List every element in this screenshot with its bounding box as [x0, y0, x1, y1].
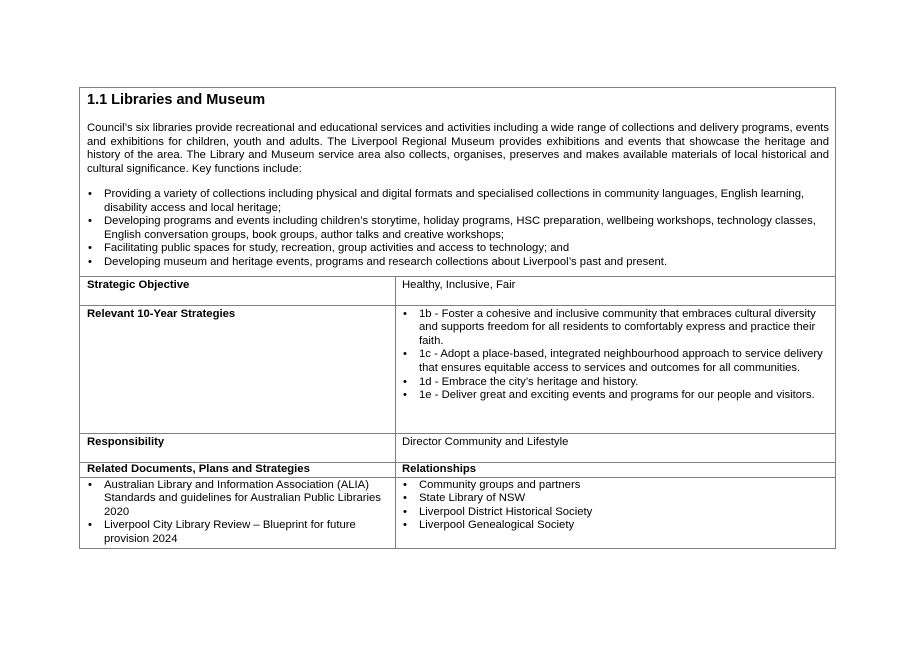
list-item: 1e - Deliver great and exciting events a… [402, 389, 829, 403]
list-item: Liverpool Genealogical Society [402, 519, 829, 533]
strategies-label: Relevant 10-Year Strategies [80, 305, 396, 433]
key-functions-list: Providing a variety of collections inclu… [87, 188, 829, 270]
intro-paragraph: Council’s six libraries provide recreati… [87, 122, 830, 175]
list-item: Developing programs and events including… [87, 215, 829, 242]
table-row-related: Australian Library and Information Assoc… [80, 476, 835, 548]
related-documents-list: Australian Library and Information Assoc… [87, 479, 389, 547]
section-title: 1.1 Libraries and Museum [87, 92, 266, 108]
table-row-strategic-objective: Strategic Objective Healthy, Inclusive, … [80, 275, 835, 305]
relationships-cell: Community groups and partners State Libr… [396, 478, 835, 548]
list-item: Liverpool City Library Review – Blueprin… [87, 519, 389, 546]
list-item: Australian Library and Information Assoc… [87, 479, 389, 520]
table-row-responsibility: Responsibility Director Community and Li… [80, 432, 835, 462]
strategic-objective-value: Healthy, Inclusive, Fair [402, 278, 516, 291]
service-table: 1.1 Libraries and Museum Council’s six l… [79, 87, 836, 549]
list-item: 1d - Embrace the city’s heritage and his… [402, 376, 829, 390]
list-item: 1c - Adopt a place-based, integrated nei… [402, 348, 829, 375]
table-row-strategies: Relevant 10-Year Strategies 1b - Foster … [80, 304, 835, 433]
list-item: State Library of NSW [402, 492, 829, 506]
list-item: Liverpool District Historical Society [402, 506, 829, 520]
strategic-objective-label: Strategic Objective [80, 276, 396, 305]
strategies-list: 1b - Foster a cohesive and inclusive com… [402, 308, 829, 403]
list-item: Developing museum and heritage events, p… [87, 256, 829, 270]
list-item: Facilitating public spaces for study, re… [87, 242, 829, 256]
relationships-header: Relationships [402, 462, 477, 475]
intro-section: 1.1 Libraries and Museum Council’s six l… [80, 88, 835, 276]
strategies-cell: 1b - Foster a cohesive and inclusive com… [396, 306, 835, 433]
related-documents-header: Related Documents, Plans and Strategies [80, 462, 396, 477]
relationships-list: Community groups and partners State Libr… [402, 479, 829, 533]
responsibility-value: Director Community and Lifestyle [402, 435, 569, 448]
list-item: Providing a variety of collections inclu… [87, 188, 829, 215]
list-item: 1b - Foster a cohesive and inclusive com… [402, 308, 829, 349]
list-item: Community groups and partners [402, 479, 829, 493]
table-row-headers: Related Documents, Plans and Strategies … [80, 461, 835, 477]
responsibility-label: Responsibility [80, 433, 396, 462]
related-documents-cell: Australian Library and Information Assoc… [80, 477, 396, 548]
